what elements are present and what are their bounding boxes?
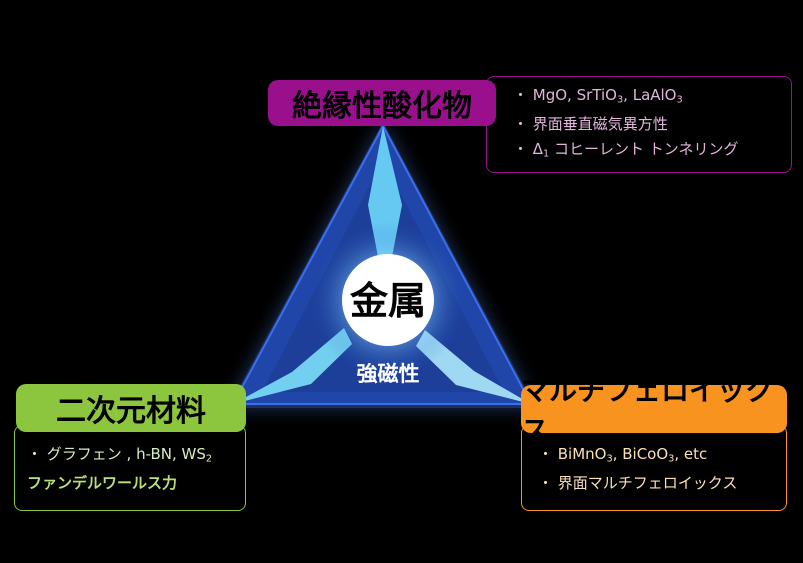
multiferroics-info-box: ・ BiMnO3, BiCoO3, etc ・ 界面マルチフェロイックス (521, 425, 787, 511)
arm-left (233, 328, 352, 404)
twod-item-2: ファンデルワールス力 (27, 474, 178, 493)
multiferroics-item-1: ・ BiMnO3, BiCoO3, etc (538, 445, 708, 465)
oxide-item-1: ・ MgO, SrTiO3, LaAlO3 (513, 86, 683, 106)
center-circle (342, 254, 434, 346)
oxide-item-2: ・ 界面垂直磁気異方性 (513, 115, 668, 134)
oxide-item-3: ・ Δ1 コヒーレント トンネリング (513, 140, 739, 160)
twod-item-1: ・ グラフェン , h-BN, WS2 (27, 445, 213, 465)
multiferroics-title: マルチフェロイックス (521, 374, 787, 447)
multiferroics-item-2: ・ 界面マルチフェロイックス (538, 474, 738, 493)
center-subtitle: 強磁性 (357, 362, 420, 386)
twod-title: 二次元材料 (16, 384, 246, 432)
twod-info-box: ・ グラフェン , h-BN, WS2 ファンデルワールス力 (14, 425, 246, 511)
center-title: 金属 (349, 279, 426, 323)
oxide-info-box: ・ MgO, SrTiO3, LaAlO3 ・ 界面垂直磁気異方性 ・ Δ1 コ… (486, 76, 792, 173)
oxide-title: 絶縁性酸化物 (268, 80, 496, 126)
